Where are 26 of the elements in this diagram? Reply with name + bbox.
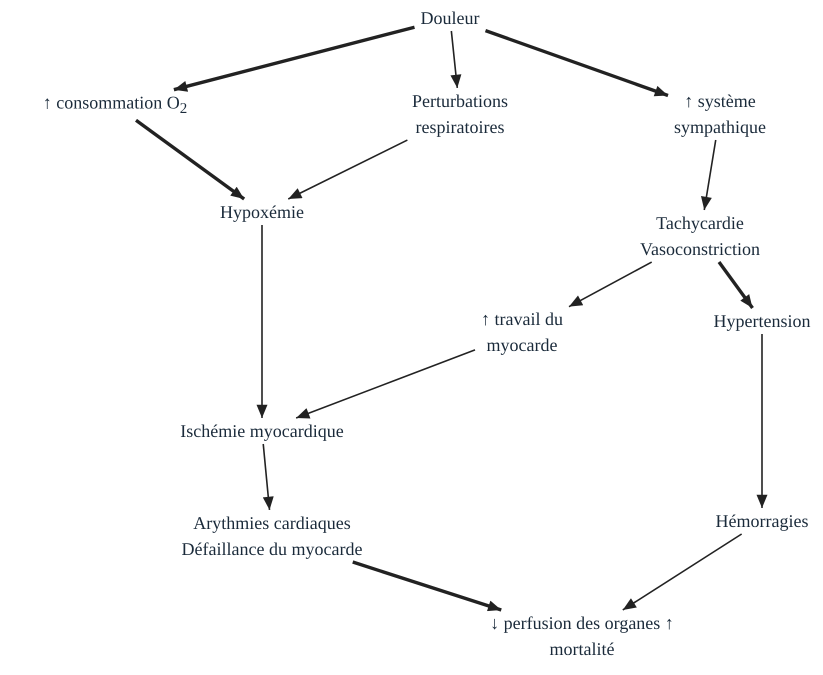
arrow (484, 29, 669, 98)
arrow (173, 26, 415, 92)
node-label: Hypoxémie (188, 196, 336, 228)
node-label: Ischémie myocardique (153, 416, 371, 446)
node-label: Tachycardie Vasoconstriction (611, 208, 789, 264)
arrow (256, 225, 268, 418)
arrow (450, 30, 462, 88)
arrow (296, 349, 476, 419)
arrow (135, 118, 246, 200)
node-label: ↑ consommation O$_{2}$ (1, 87, 229, 123)
arrow (262, 444, 274, 510)
arrow (622, 533, 742, 611)
node-label: Hémorragies (693, 506, 823, 536)
arrow (756, 334, 768, 508)
node-label: ↓ perfusion des organes ↑ mortalité (483, 608, 681, 664)
arrow (288, 139, 408, 200)
node-label: Douleur (386, 2, 514, 34)
arrow (718, 261, 754, 309)
node-label: ↑ système sympathique (646, 86, 794, 142)
arrow (700, 140, 717, 210)
arrow (568, 261, 652, 308)
node-label: ↑ travail du myocarde (443, 304, 601, 360)
node-label: Hypertension (688, 306, 823, 336)
arrow (352, 560, 502, 612)
node-label: Arythmies cardiaques Défaillance du myocarde (153, 508, 391, 564)
node-label: Perturbations respiratoires (371, 86, 549, 142)
